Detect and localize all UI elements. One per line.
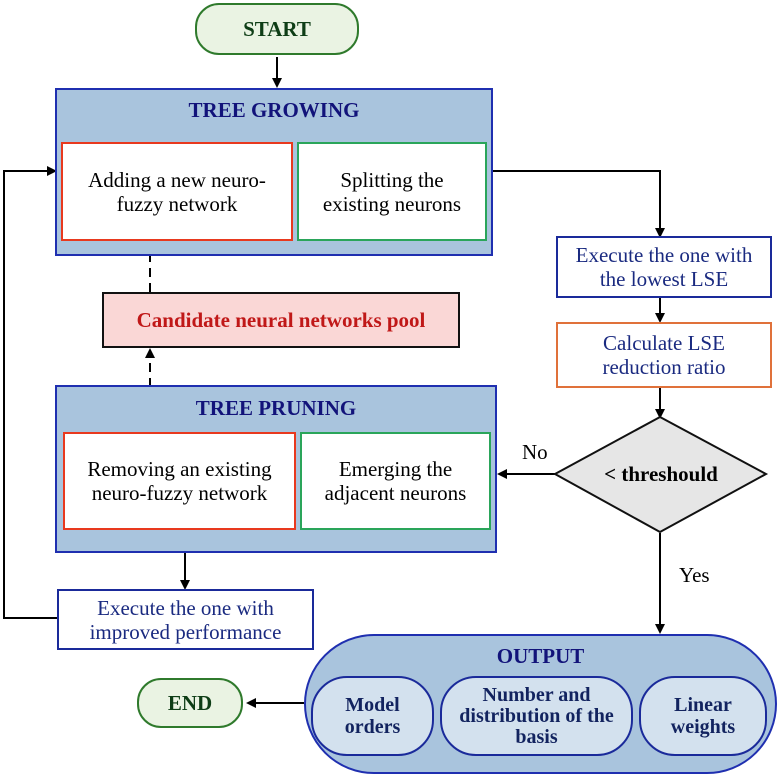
start-node: START bbox=[195, 3, 359, 55]
candidate-pool-box: Candidate neural networks pool bbox=[102, 292, 460, 348]
splitting-neurons-box: Splitting the existing neurons bbox=[297, 142, 487, 241]
emerging-neurons-box: Emerging the adjacent neurons bbox=[300, 432, 491, 530]
model-orders-pill: Model orders bbox=[311, 676, 434, 756]
linear-weights-pill: Linear weights bbox=[639, 676, 767, 756]
tree-pruning-title: TREE PRUNING bbox=[195, 395, 357, 420]
decision-label: < threshould bbox=[604, 461, 718, 486]
arrow-loop-back bbox=[3, 166, 57, 619]
number-distribution-pill: Number and distribution of the basis bbox=[440, 676, 633, 756]
calculate-ratio-box: Calculate LSE reduction ratio bbox=[556, 322, 772, 388]
output-title: OUTPUT bbox=[496, 643, 585, 668]
tree-growing-title: TREE GROWING bbox=[188, 97, 360, 122]
removing-network-box: Removing an existing neuro-fuzzy network bbox=[63, 432, 296, 530]
adding-network-box: Adding a new neuro-fuzzy network bbox=[61, 142, 293, 241]
execute-lowest-box: Execute the one with the lowest LSE bbox=[556, 236, 772, 298]
execute-improved-box: Execute the one with improved performanc… bbox=[57, 589, 314, 650]
end-node: END bbox=[137, 678, 243, 728]
yes-label: Yes bbox=[679, 563, 710, 587]
no-label: No bbox=[522, 440, 548, 464]
arrow-growing-to-execute-lowest bbox=[493, 170, 665, 238]
decision-diamond bbox=[552, 415, 769, 534]
